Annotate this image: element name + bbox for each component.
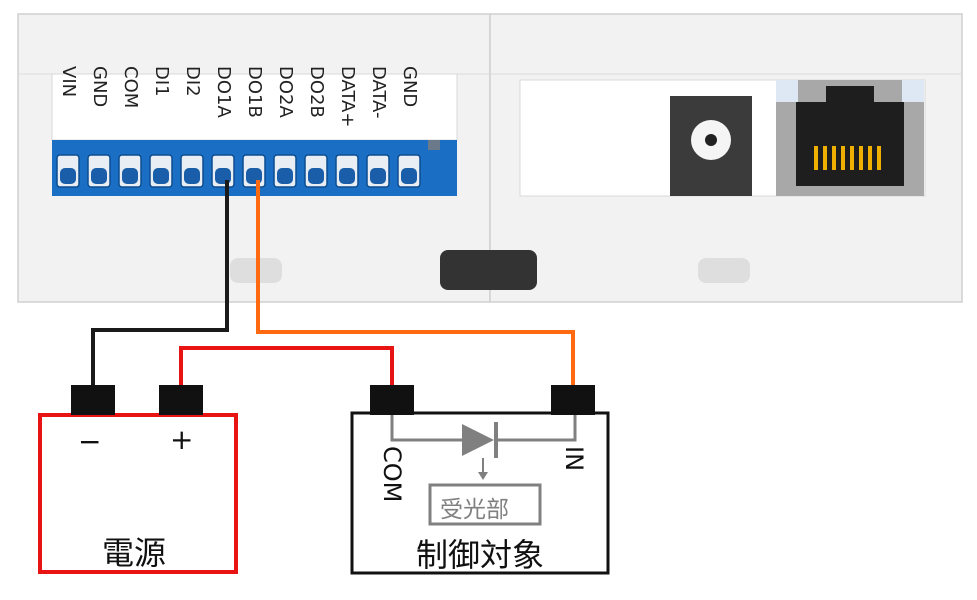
power-plus-terminal bbox=[159, 385, 203, 415]
terminal-screw-0 bbox=[56, 154, 80, 188]
dc-jack bbox=[670, 96, 752, 196]
power-plus-label: + bbox=[170, 423, 194, 456]
terminal-label-11: GND bbox=[399, 66, 420, 108]
wire-red bbox=[179, 346, 394, 385]
power-supply-box bbox=[38, 413, 238, 574]
terminal-label-2: COM bbox=[120, 66, 141, 109]
receiver-box bbox=[428, 483, 542, 526]
terminal-screws bbox=[56, 154, 421, 188]
terminal-label-10: DATA- bbox=[368, 66, 389, 119]
device-com-terminal bbox=[370, 385, 414, 415]
terminal-label-9: DATA+ bbox=[337, 66, 358, 128]
device-in-label: IN bbox=[560, 446, 588, 472]
terminal-screw-11 bbox=[397, 154, 421, 188]
wire-black bbox=[91, 180, 229, 385]
terminal-screw-6 bbox=[242, 154, 266, 188]
device-com-label: COM bbox=[378, 446, 406, 503]
latch-right bbox=[698, 258, 750, 283]
light-arrow-icon bbox=[478, 472, 488, 480]
diode-icon bbox=[462, 424, 494, 456]
power-minus-terminal bbox=[71, 385, 115, 415]
terminal-label-5: DO1A bbox=[213, 66, 234, 118]
wire-orange bbox=[256, 180, 575, 385]
center-clip bbox=[440, 250, 537, 290]
power-label: 電源 bbox=[102, 534, 167, 572]
terminal-screw-10 bbox=[366, 154, 390, 188]
terminal-label-1: GND bbox=[89, 66, 110, 108]
terminal-screw-2 bbox=[118, 154, 142, 188]
terminal-label-8: DO2B bbox=[306, 66, 327, 118]
terminal-label-7: DO2A bbox=[275, 66, 296, 118]
photocoupler-circuit bbox=[390, 415, 577, 526]
ethernet-port bbox=[776, 80, 924, 196]
terminal-screw-9 bbox=[335, 154, 359, 188]
terminal-screw-3 bbox=[149, 154, 173, 188]
terminal-label-6: DO1B bbox=[244, 66, 265, 118]
terminal-label-4: DI2 bbox=[182, 66, 203, 97]
device-in-terminal bbox=[551, 385, 595, 415]
terminal-label-0: VIN bbox=[58, 66, 79, 98]
terminal-screw-8 bbox=[304, 154, 328, 188]
receiver-label: 受光部 bbox=[440, 497, 509, 523]
terminal-label-3: DI1 bbox=[151, 66, 172, 97]
power-minus-label: − bbox=[78, 425, 102, 458]
device-label: 制御対象 bbox=[416, 536, 545, 574]
terminal-screw-1 bbox=[87, 154, 111, 188]
terminal-screw-4 bbox=[180, 154, 204, 188]
terminal-screw-7 bbox=[273, 154, 297, 188]
terminal-screw-5 bbox=[211, 154, 235, 188]
